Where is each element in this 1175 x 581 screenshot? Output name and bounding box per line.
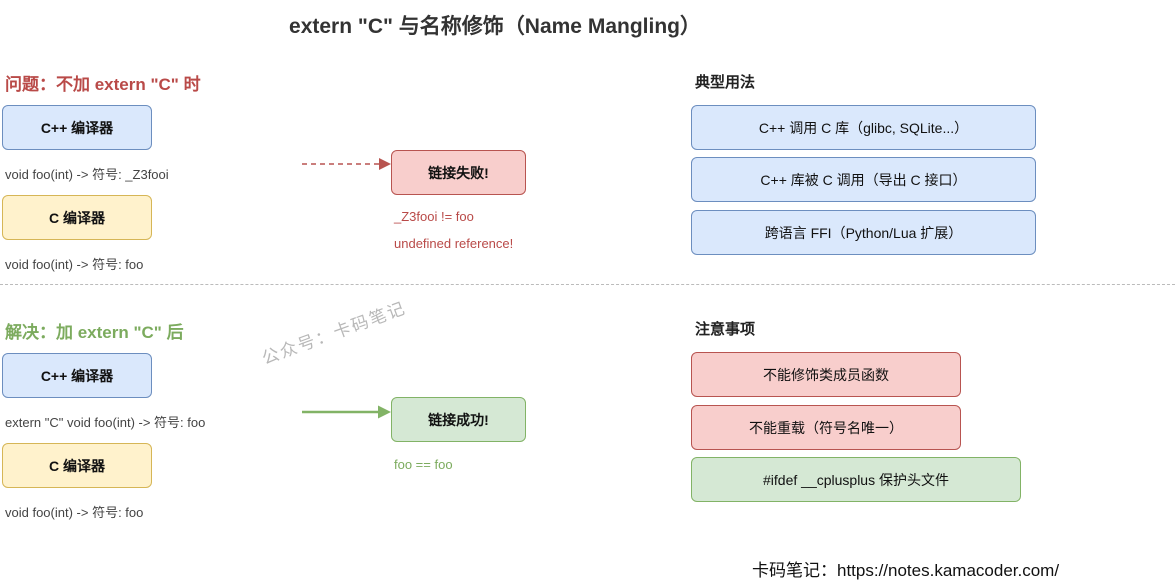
caveat-item-member-functions: 不能修饰类成员函数 xyxy=(691,352,961,397)
problem-c-symbol: void foo(int) -> 符号: foo xyxy=(5,257,144,272)
problem-cpp-symbol: void foo(int) -> 符号: _Z3fooi xyxy=(5,167,169,182)
success-arrow xyxy=(302,405,391,419)
solution-cpp-symbol: extern "C" void foo(int) -> 符号: foo xyxy=(5,415,206,430)
problem-heading: 问题：不加 extern "C" 时 xyxy=(5,75,201,94)
caveat-item-header-guard: #ifdef __cplusplus 保护头文件 xyxy=(691,457,1021,502)
footer-credit: 卡码笔记：https://notes.kamacoder.com/ xyxy=(752,561,1060,580)
success-note: foo == foo xyxy=(394,457,453,472)
solution-c-symbol: void foo(int) -> 符号: foo xyxy=(5,505,144,520)
solution-c-compiler-box: C 编译器 xyxy=(2,443,152,488)
section-divider xyxy=(0,284,1175,285)
problem-cpp-compiler-box: C++ 编译器 xyxy=(2,105,152,150)
caveat-item-no-overloading: 不能重载（符号名唯一） xyxy=(691,405,961,450)
solution-cpp-compiler-box: C++ 编译器 xyxy=(2,353,152,398)
failure-arrow xyxy=(302,158,391,170)
usage-heading: 典型用法 xyxy=(695,74,756,91)
problem-c-compiler-box: C 编译器 xyxy=(2,195,152,240)
link-success-box: 链接成功! xyxy=(391,397,526,442)
diagram-title: extern "C" 与名称修饰（Name Mangling） xyxy=(289,15,701,38)
caveats-heading: 注意事项 xyxy=(695,321,756,338)
failure-note-mismatch: _Z3fooi != foo xyxy=(394,209,474,224)
link-failure-box: 链接失败! xyxy=(391,150,526,195)
usage-item-ffi: 跨语言 FFI（Python/Lua 扩展） xyxy=(691,210,1036,255)
solution-heading: 解决：加 extern "C" 后 xyxy=(5,323,184,342)
failure-note-undefined: undefined reference! xyxy=(394,236,514,251)
usage-item-c-library: C++ 调用 C 库（glibc, SQLite...） xyxy=(691,105,1036,150)
usage-item-export-c-interface: C++ 库被 C 调用（导出 C 接口） xyxy=(691,157,1036,202)
